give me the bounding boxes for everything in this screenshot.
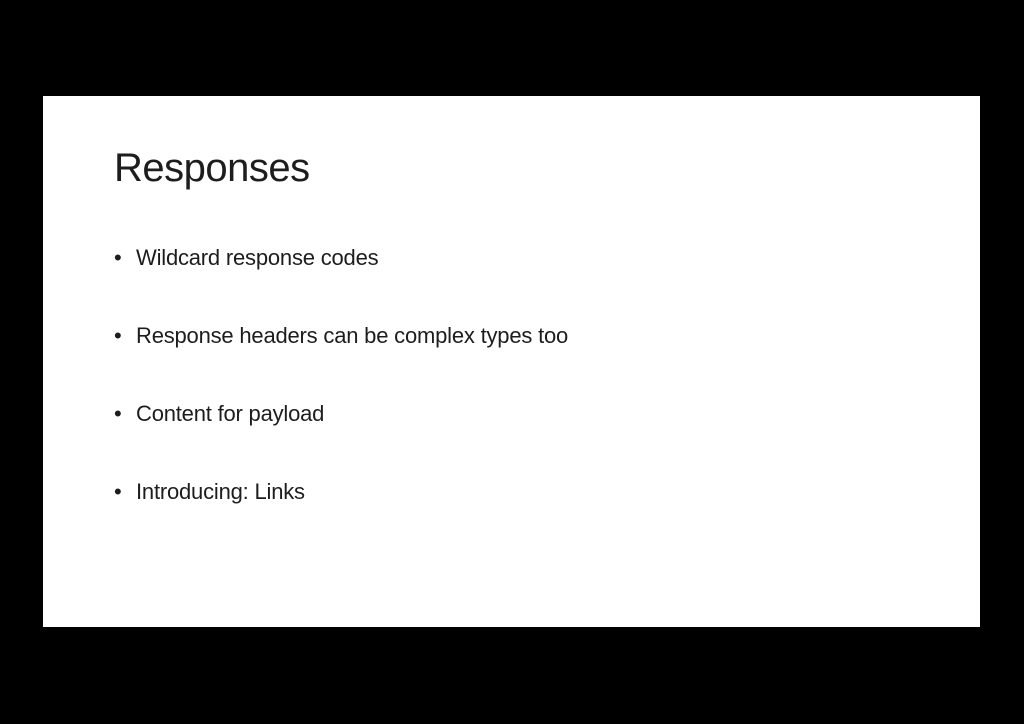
bullet-item: • Introducing: Links (114, 478, 568, 506)
slide-title: Responses (114, 146, 310, 190)
bullet-text: Introducing: Links (136, 479, 305, 504)
bullet-icon: • (114, 245, 122, 270)
bullet-text: Response headers can be complex types to… (136, 323, 569, 348)
bullet-text: Wildcard response codes (136, 245, 379, 270)
bullet-item: • Response headers can be complex types … (114, 322, 568, 350)
bullet-icon: • (114, 479, 122, 504)
bullet-item: • Content for payload (114, 400, 568, 428)
bullet-list: • Wildcard response codes • Response hea… (114, 244, 568, 556)
slide: Responses • Wildcard response codes • Re… (43, 96, 980, 627)
bullet-text: Content for payload (136, 401, 325, 426)
bullet-item: • Wildcard response codes (114, 244, 568, 272)
bullet-icon: • (114, 401, 122, 426)
bullet-icon: • (114, 323, 122, 348)
